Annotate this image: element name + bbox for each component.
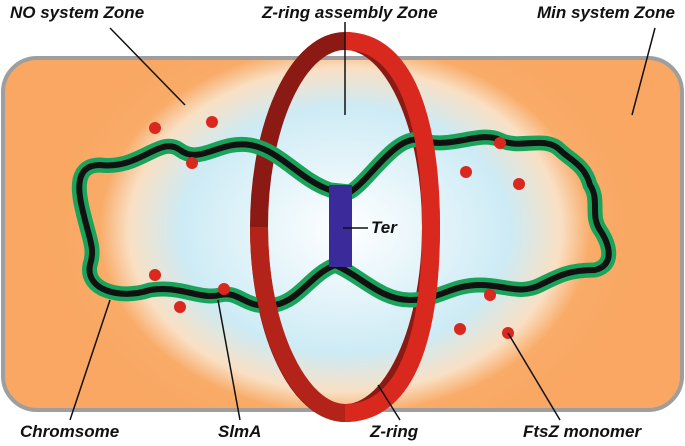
label-ter: Ter bbox=[371, 218, 397, 237]
leader-lines bbox=[69, 22, 656, 421]
label-slma: SlmA bbox=[218, 422, 262, 441]
ter-region bbox=[329, 185, 352, 267]
ftsz-dot bbox=[513, 178, 525, 190]
ftsz-dot bbox=[186, 157, 198, 169]
label-chromosome: Chromsome bbox=[20, 422, 120, 441]
chromosome bbox=[71, 129, 617, 314]
label-ftsz-monomer: FtsZ monomer bbox=[523, 422, 642, 441]
ftsz-dot bbox=[218, 283, 230, 295]
ftsz-dot bbox=[149, 122, 161, 134]
label-z-ring: Z-ring bbox=[370, 422, 419, 441]
ftsz-dot bbox=[494, 137, 506, 149]
ftsz-monomers bbox=[149, 116, 525, 339]
label-no-system-zone: NO system Zone bbox=[10, 3, 145, 22]
z-ring-front bbox=[344, 32, 441, 422]
ftsz-dot bbox=[149, 269, 161, 281]
ftsz-dot bbox=[484, 289, 496, 301]
ftsz-dot bbox=[206, 116, 218, 128]
ftsz-dot bbox=[454, 323, 466, 335]
z-ring-front-lower bbox=[250, 226, 346, 422]
ftsz-dot bbox=[460, 166, 472, 178]
label-z-ring-assembly-zone: Z-ring assembly Zone bbox=[262, 3, 438, 22]
ftsz-dot bbox=[174, 301, 186, 313]
label-min-system-zone: Min system Zone bbox=[537, 3, 675, 22]
